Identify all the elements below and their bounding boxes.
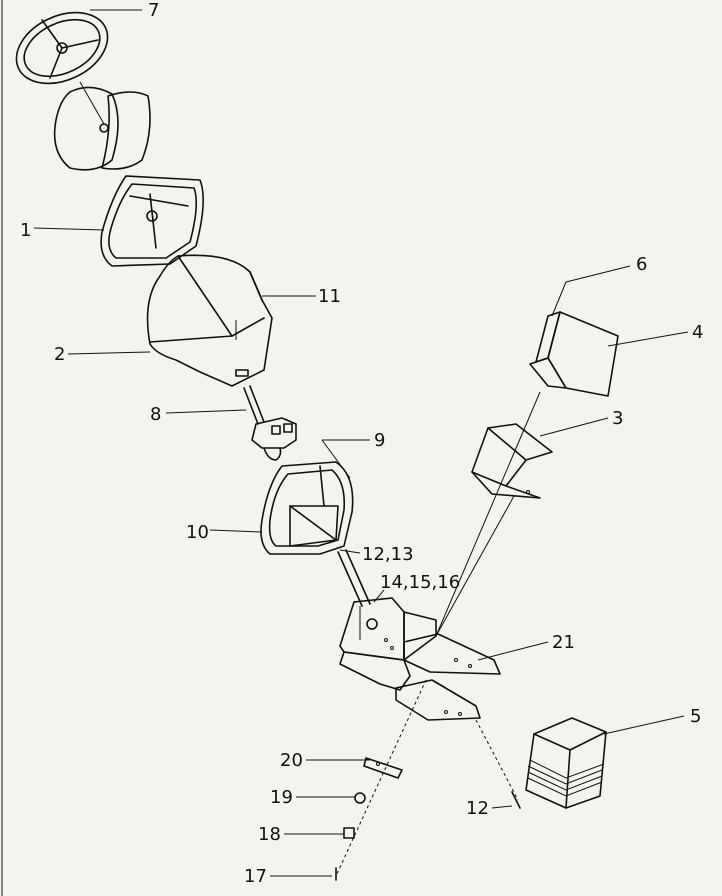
fastener-chain — [335, 679, 521, 881]
column-bracket-frame — [260, 461, 354, 555]
assembly-guide-line-2 — [435, 495, 515, 637]
callout-2: 2 — [54, 344, 65, 365]
callout-12: 12 — [466, 798, 489, 819]
floor-bracket-plates — [395, 633, 501, 721]
side-panel — [529, 311, 619, 397]
leader-lines — [33, 9, 689, 877]
callout-10: 10 — [186, 522, 209, 543]
callout-4: 4 — [692, 322, 703, 343]
assembly-guide-line — [435, 391, 541, 637]
shim-stack — [525, 717, 607, 809]
callout-6: 6 — [636, 254, 647, 275]
housing-frame — [100, 175, 204, 267]
callout-21: 21 — [552, 632, 575, 653]
callout-1: 1 — [20, 220, 31, 241]
ignition-switch — [243, 385, 297, 461]
bent-plate — [471, 423, 553, 499]
callout-19: 19 — [270, 787, 293, 808]
callout-14-15-16: 14,15,16 — [380, 572, 460, 593]
callout-12-13: 12,13 — [362, 544, 414, 565]
callout-9: 9 — [374, 430, 385, 451]
steering-cover-plates — [53, 81, 151, 171]
callout-3: 3 — [612, 408, 623, 429]
column-shroud — [146, 254, 273, 387]
callout-17: 17 — [244, 866, 267, 887]
callout-7: 7 — [148, 0, 159, 21]
callout-11: 11 — [318, 286, 341, 307]
lower-mounting-bracket — [339, 597, 437, 691]
callout-5: 5 — [690, 706, 701, 727]
lower-column-shaft — [337, 549, 371, 607]
steering-wheel — [15, 11, 109, 85]
callout-18: 18 — [258, 824, 281, 845]
callout-8: 8 — [150, 404, 161, 425]
callout-20: 20 — [280, 750, 303, 771]
